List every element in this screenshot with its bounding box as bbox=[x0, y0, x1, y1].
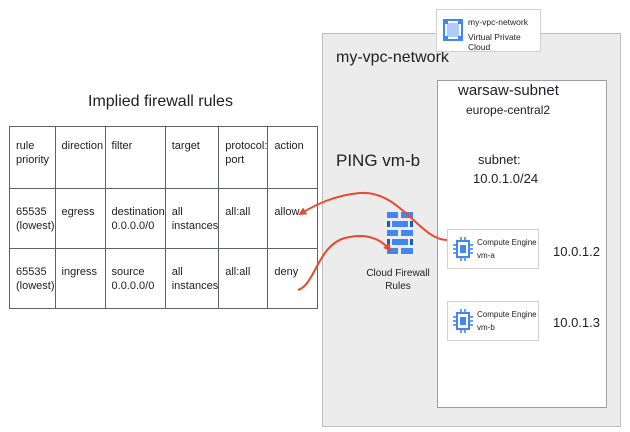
header-action: action bbox=[267, 126, 319, 189]
vm-type: Compute Engine bbox=[477, 310, 537, 319]
subnet-region: europe-central2 bbox=[466, 103, 551, 117]
vm-name: vm-a bbox=[477, 251, 495, 260]
compute-engine-icon bbox=[453, 309, 473, 338]
firewall-label-line2: Rules bbox=[385, 281, 411, 292]
cell-protocol: all:all bbox=[218, 188, 269, 249]
header-protocol: protocol:port bbox=[218, 126, 269, 189]
compute-engine-icon bbox=[453, 237, 473, 266]
vm-a-card: Compute Engine vm-a bbox=[447, 229, 539, 269]
ingress-arrow bbox=[297, 235, 392, 291]
vm-a-ip: 10.0.1.2 bbox=[553, 244, 600, 259]
cell-protocol: all:all bbox=[218, 248, 269, 309]
header-target: target bbox=[164, 126, 220, 189]
vm-type: Compute Engine bbox=[477, 238, 537, 247]
cell-priority: 65535(lowest) bbox=[9, 188, 56, 249]
cell-action: allow bbox=[267, 188, 319, 249]
subnet-name: warsaw-subnet bbox=[458, 82, 559, 99]
vpc-title: my-vpc-network bbox=[336, 49, 449, 66]
vm-b-ip: 10.0.1.3 bbox=[553, 315, 600, 330]
vm-name: vm-b bbox=[477, 323, 495, 332]
firewall-label-line1: Cloud Firewall bbox=[366, 268, 430, 279]
vpc-card-type: Virtual Private Cloud bbox=[468, 32, 521, 52]
header-filter: filter bbox=[104, 126, 166, 189]
vpc-card: my-vpc-network Virtual Private Cloud bbox=[436, 9, 541, 52]
table-title: Implied firewall rules bbox=[88, 93, 233, 110]
subnet-label: subnet: bbox=[478, 152, 521, 167]
vpc-card-name: my-vpc-network bbox=[468, 17, 528, 27]
egress-arrow bbox=[298, 191, 448, 241]
vm-b-card: Compute Engine vm-b bbox=[447, 301, 539, 341]
subnet-cidr: 10.0.1.0/24 bbox=[473, 171, 539, 186]
vpc-icon bbox=[443, 19, 463, 46]
firewall-label: Cloud Firewall Rules bbox=[363, 267, 433, 293]
cell-priority: 65535(lowest) bbox=[9, 248, 56, 309]
ping-label: PING vm-b bbox=[336, 151, 421, 170]
